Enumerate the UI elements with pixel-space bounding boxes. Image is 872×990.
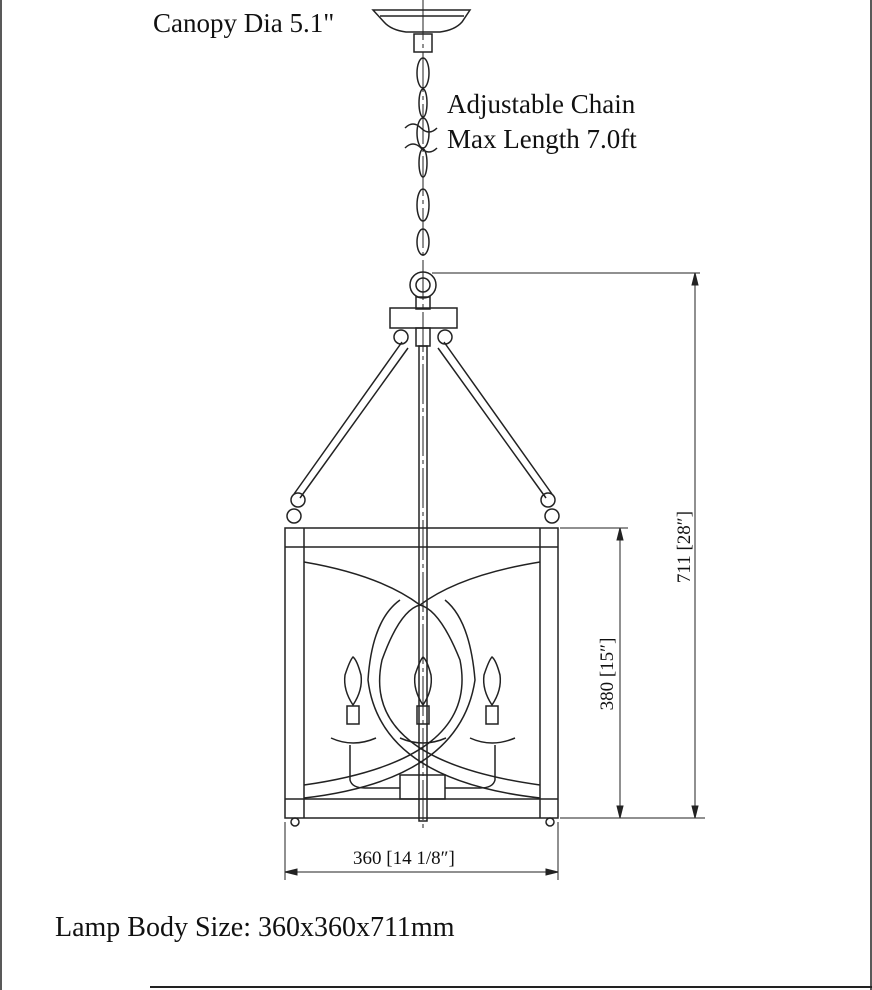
body-height-dimension: 380 [15″]: [597, 637, 618, 711]
dimension-lines: [284, 272, 705, 880]
canopy-label: Canopy Dia 5.1": [153, 8, 335, 38]
lamp-body-size-label: Lamp Body Size: 360x360x711mm: [55, 912, 455, 943]
candles: [330, 656, 516, 789]
chain-label-line1: Adjustable Chain: [447, 89, 636, 119]
top-fitting: [389, 271, 458, 822]
chain-label-line2: Max Length 7.0ft: [447, 124, 637, 154]
total-height-dimension: 711 [28″]: [674, 510, 695, 584]
chain: [404, 0, 438, 830]
canopy: [371, 9, 472, 53]
width-dimension: 360 [14 1/8″]: [353, 848, 455, 869]
lantern-frame: [284, 527, 559, 827]
support-rods: [286, 341, 560, 524]
